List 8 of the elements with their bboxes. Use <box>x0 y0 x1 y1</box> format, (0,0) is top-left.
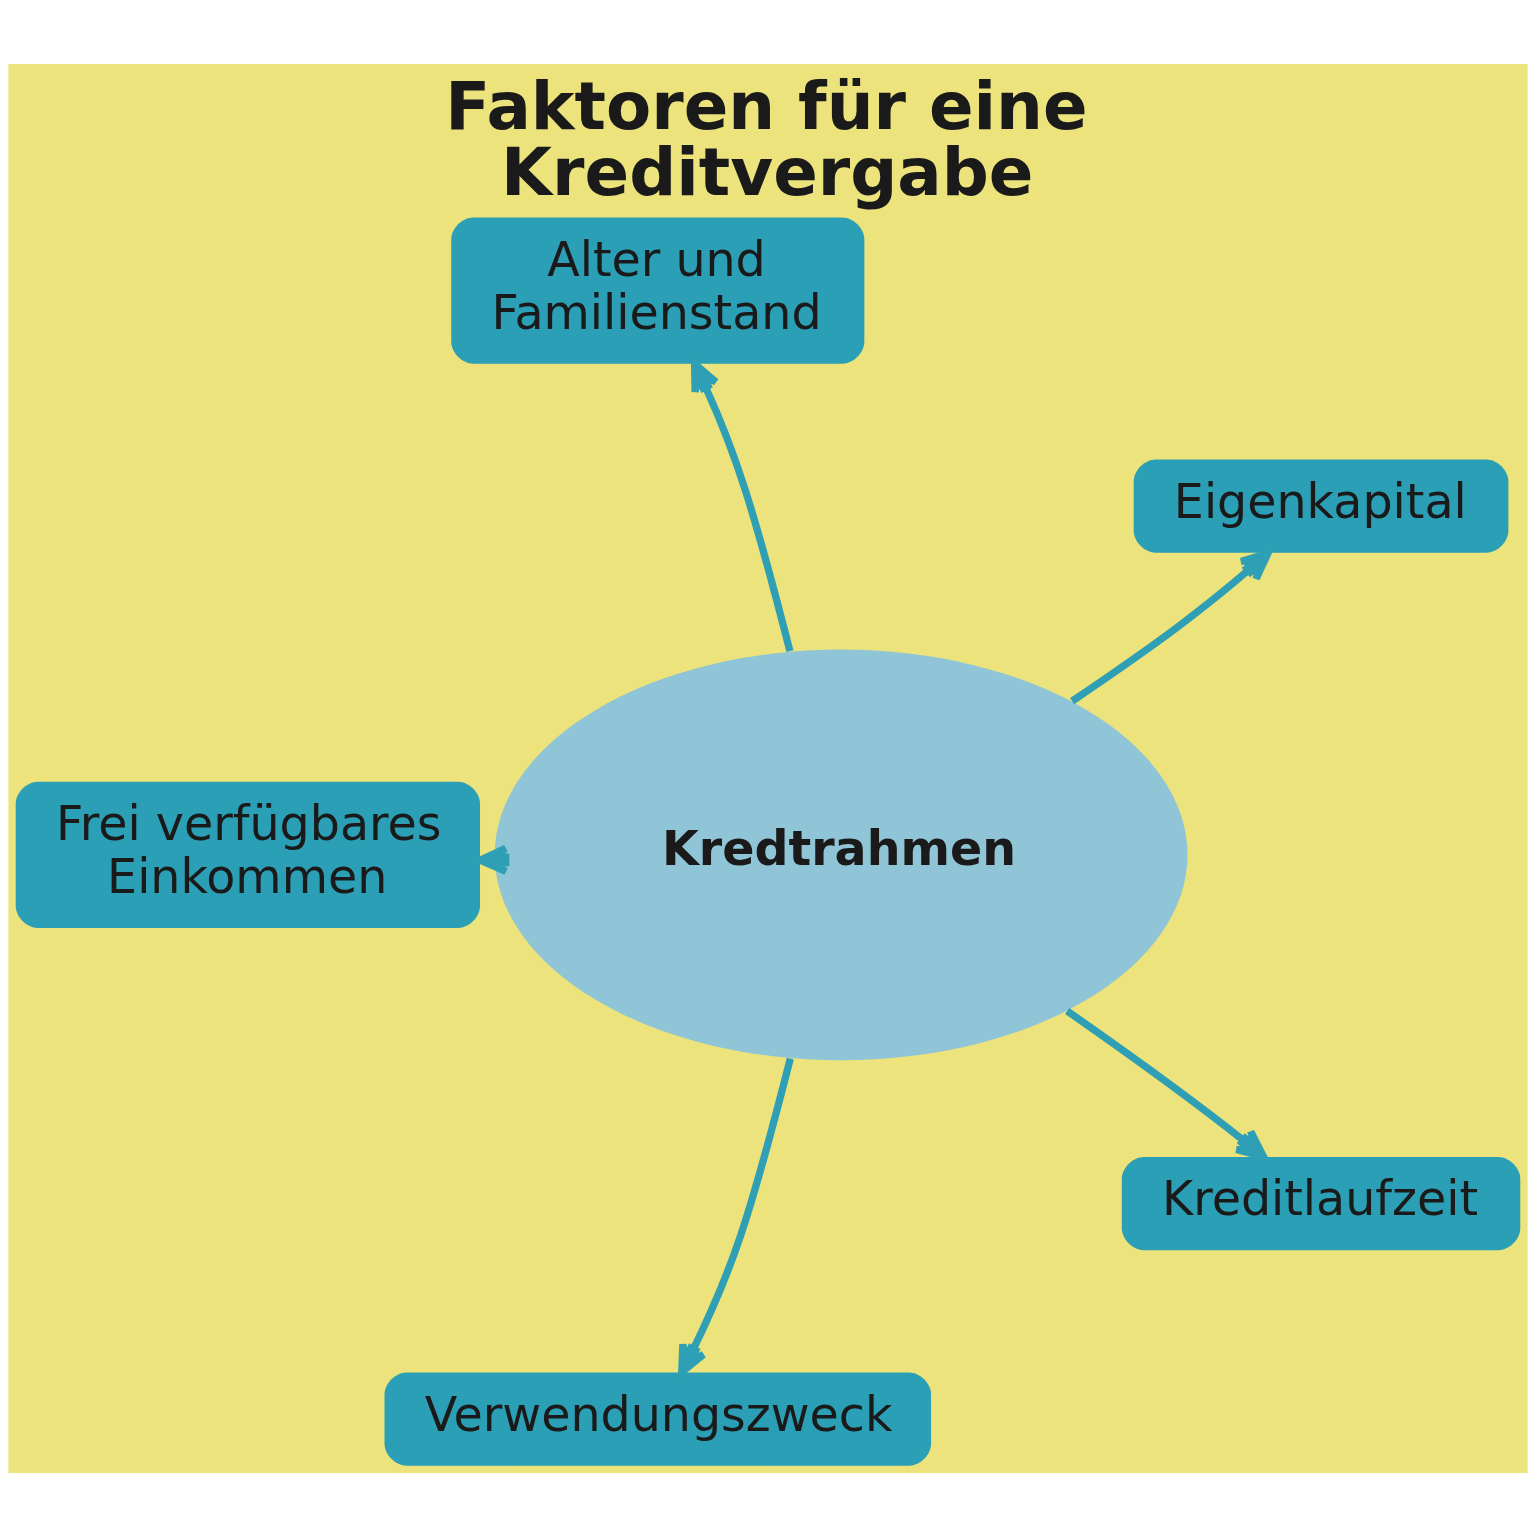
node-box: Verwendungszweck <box>384 1371 932 1466</box>
node-box: Frei verfügbares Einkommen <box>15 781 480 928</box>
node-box: Eigenkapital <box>1133 459 1509 553</box>
arrow <box>1070 549 1272 704</box>
diagram-title: Faktoren für eine Kreditvergabe <box>445 67 1088 211</box>
node-box: Alter und Familienstand <box>451 217 865 364</box>
arrow <box>1065 1007 1268 1160</box>
node-box: Kreditlaufzeit <box>1121 1156 1521 1250</box>
